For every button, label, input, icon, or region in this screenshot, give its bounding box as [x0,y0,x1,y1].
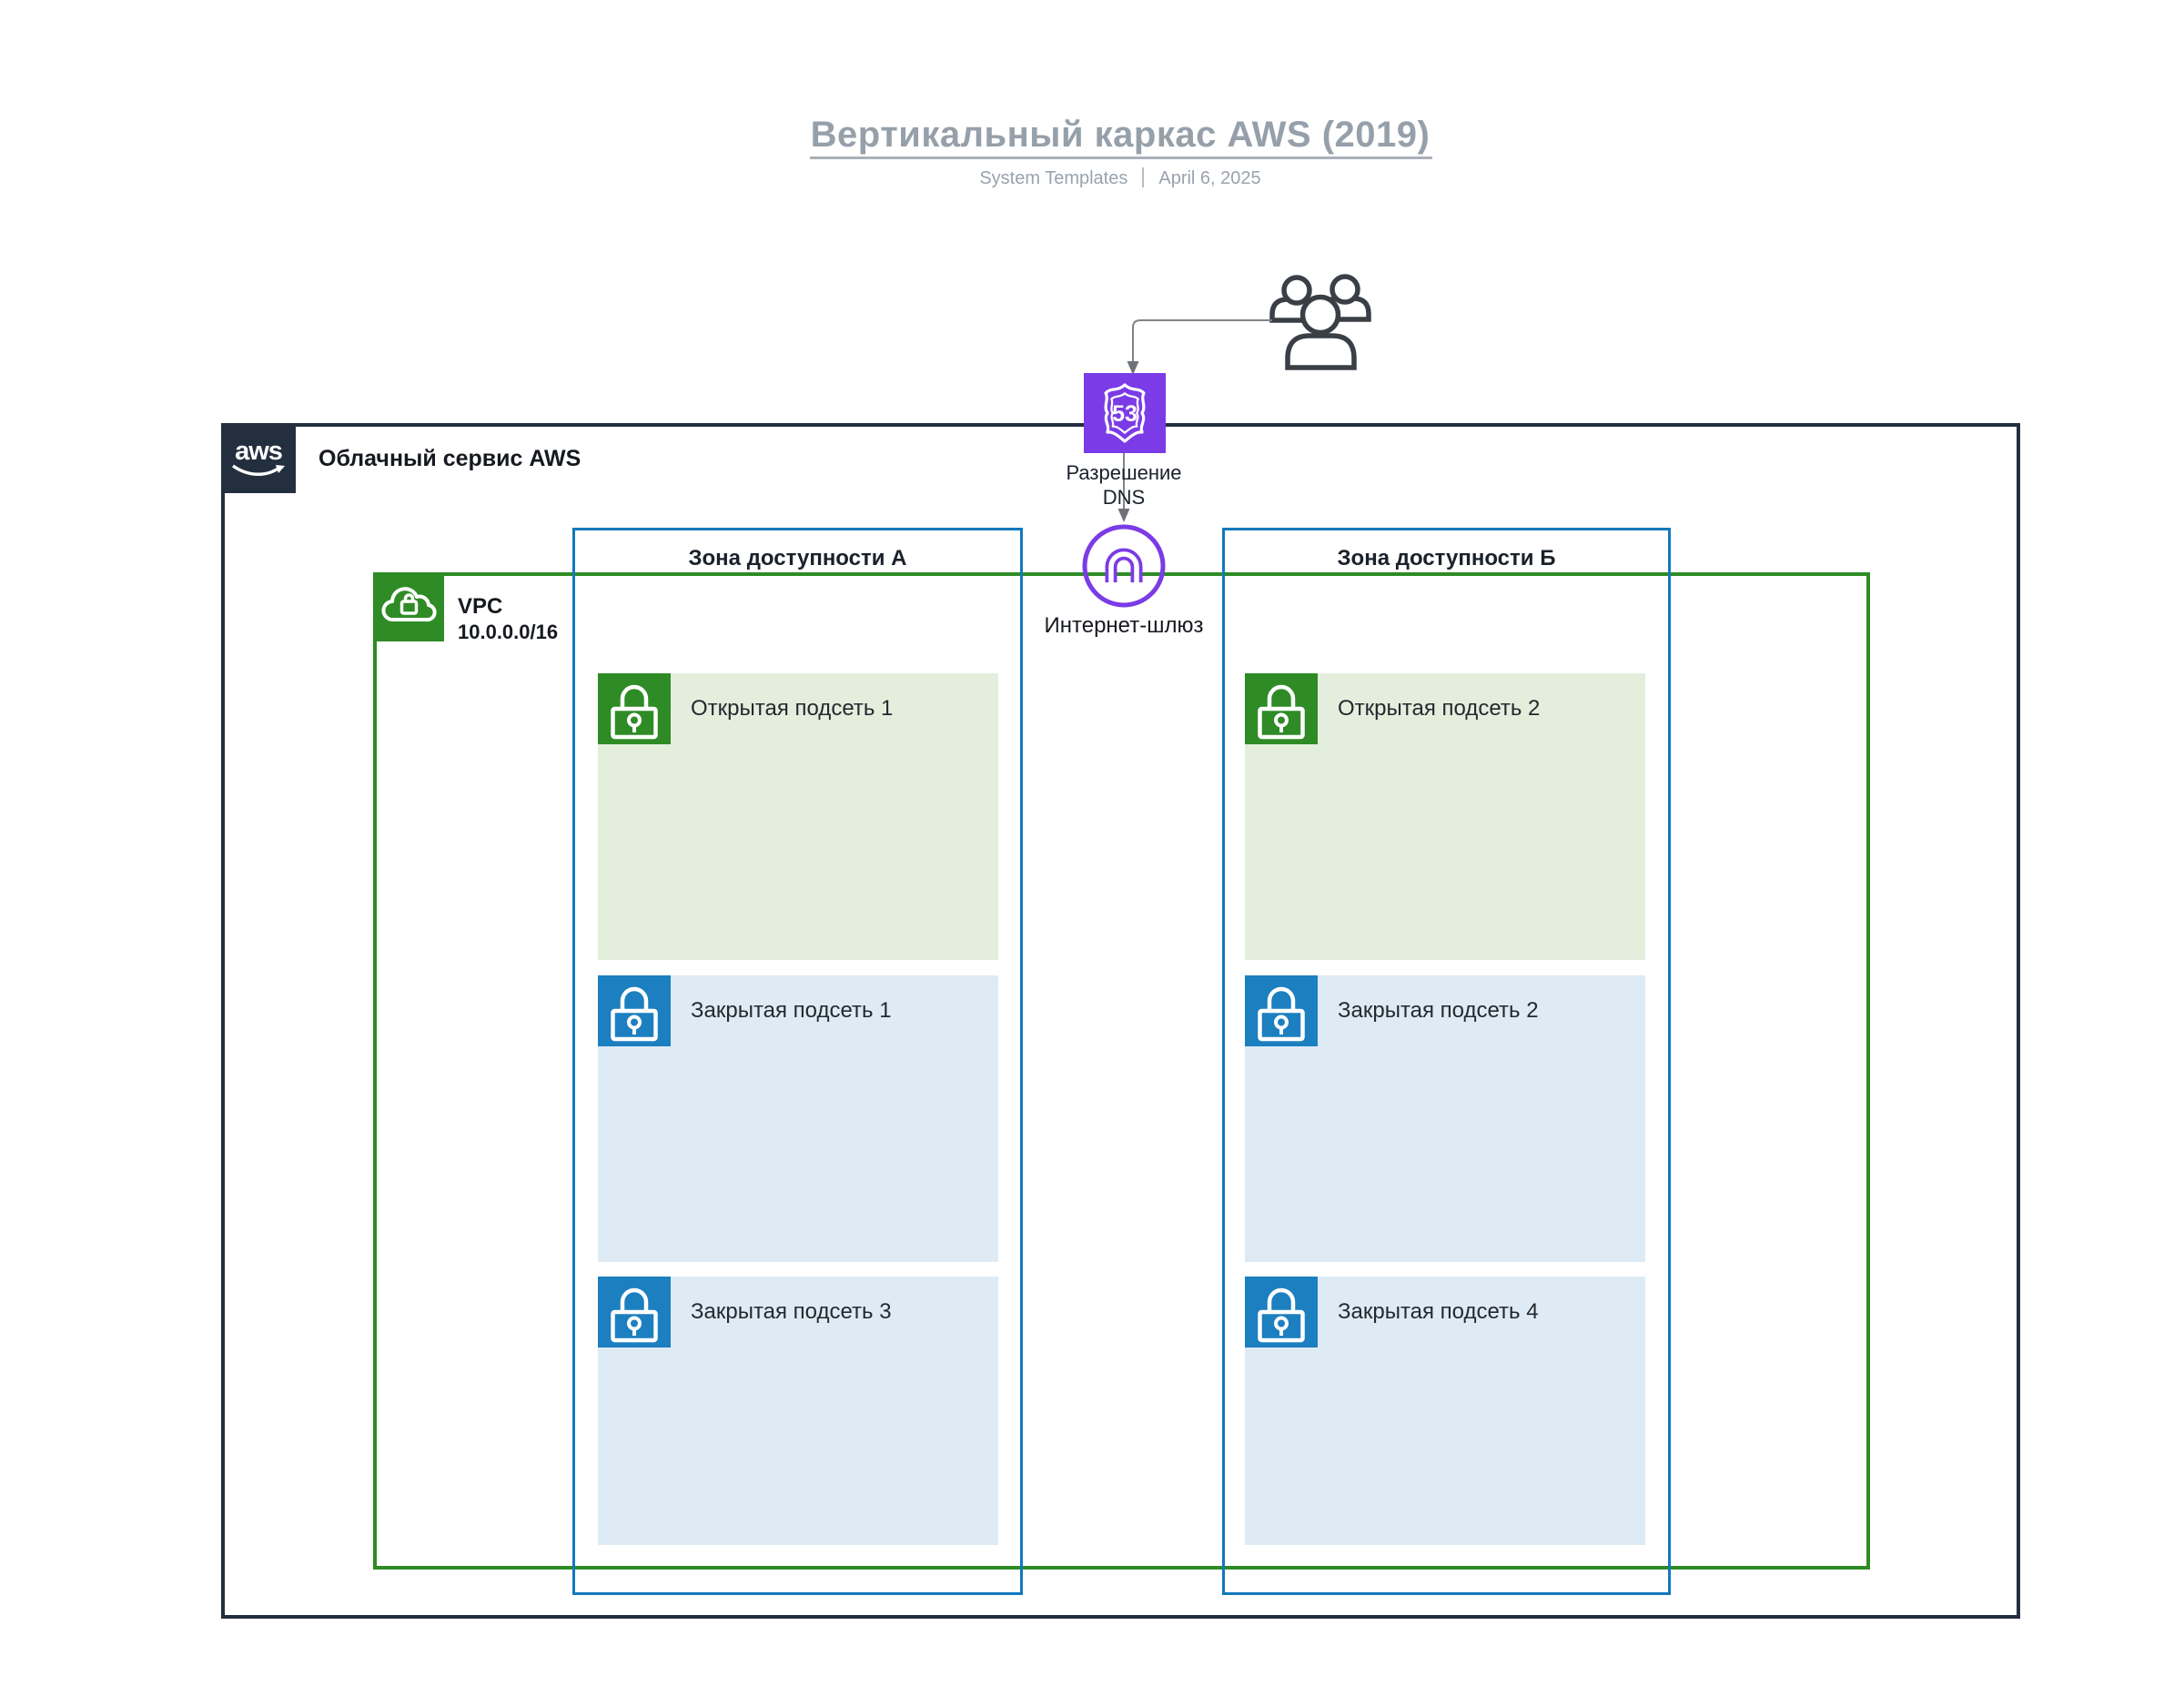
subtitle-date: April 6, 2025 [1158,167,1261,188]
route53-shield-icon: 53 [1084,373,1166,453]
zone-a-header: Зона доступности А [688,546,907,570]
subnet-label: Закрытая подсеть 1 [691,998,892,1023]
page-subtitle: System Templates April 6, 2025 [574,167,1666,190]
internet-gateway-label: Интернет-шлюз [1044,613,1204,638]
subnet-label: Закрытая подсеть 4 [1338,1299,1539,1324]
title-underline [810,156,1432,159]
closed-lock-icon [1245,975,1318,1046]
zone-b-header: Зона доступности Б [1337,546,1556,570]
dns-label-line1: Разрешение [1066,461,1182,484]
users-icon [1269,274,1371,370]
vpc-cloud-lock-icon [373,572,444,641]
public-subnet-2-box: Открытая подсеть 2 [1245,673,1645,960]
subnet-label: Закрытая подсеть 2 [1338,998,1539,1023]
open-lock-icon [598,673,671,744]
dns-resolution-label: Разрешение DNS [1033,460,1215,510]
subtitle-source: System Templates [979,167,1128,188]
subnet-label: Открытая подсеть 2 [1338,696,1541,721]
dns-label-line2: DNS [1102,486,1146,509]
closed-lock-icon [598,975,671,1046]
dns-to-gateway-arrow [1117,453,1130,522]
closed-lock-icon [1245,1277,1318,1348]
aws-logo-text: aws [235,436,283,466]
availability-zone-a: Зона доступности А [572,528,1023,1595]
closed-lock-icon [598,1277,671,1348]
aws-cloud-label: Облачный сервис AWS [318,446,581,471]
aws-smile-icon [231,464,285,476]
availability-zone-b: Зона доступности Б [1222,528,1671,1595]
internet-gateway-icon [1082,524,1166,608]
route53-number: 53 [1112,401,1138,427]
subnet-label: Открытая подсеть 1 [691,696,894,721]
vpc-container [373,572,1870,1570]
aws-logo: aws [221,423,296,493]
page-title: Вертикальный каркас AWS (2019) [810,115,1431,155]
open-lock-icon [1245,673,1318,744]
private-subnet-2-box: Закрытая подсеть 2 [1245,975,1645,1262]
private-subnet-1-box: Закрытая подсеть 1 [598,975,998,1262]
private-subnet-4-box: Закрытая подсеть 4 [1245,1277,1645,1545]
subnet-label: Закрытая подсеть 3 [691,1299,892,1324]
private-subnet-3-box: Закрытая подсеть 3 [598,1277,998,1545]
public-subnet-1-box: Открытая подсеть 1 [598,673,998,960]
subtitle-divider [1142,167,1145,187]
vpc-name: VPC [458,594,503,619]
vpc-cidr: 10.0.0.0/16 [458,621,559,643]
users-to-dns-arrow [1127,319,1272,375]
